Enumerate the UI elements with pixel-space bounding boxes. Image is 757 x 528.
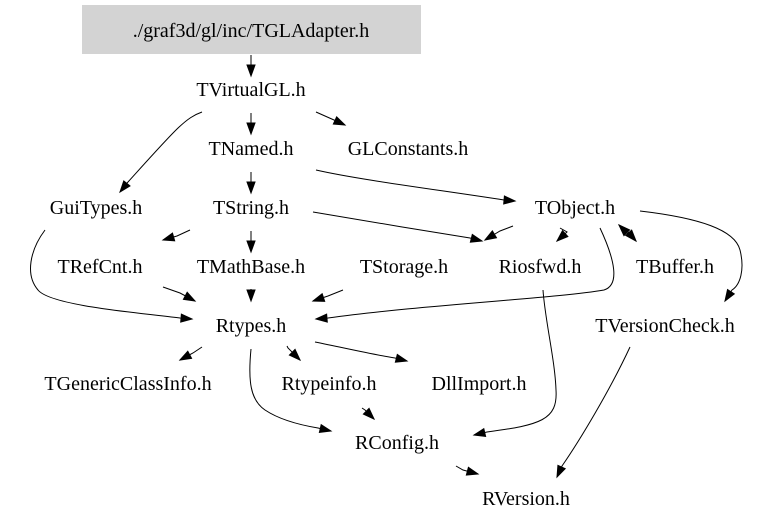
edge-line [556,346,631,478]
arrowhead-icon [624,229,637,243]
edge-tvirtualgl-to-guitypes [119,111,203,194]
arrowhead-icon [483,230,498,241]
node-rtypes[interactable]: Rtypes.h [216,315,287,337]
node-tnamed[interactable]: TNamed.h [209,138,294,160]
edge-tnamed-to-tobject [315,169,517,205]
node-rtypeinfo[interactable]: Rtypeinfo.h [282,373,377,395]
arrowhead-icon [469,233,484,243]
node-tversioncheck[interactable]: TVersionCheck.h [595,315,734,337]
edge-tobject-to-tstorage [555,227,569,242]
arrowhead-icon [246,64,256,78]
edge-line [312,211,483,242]
edge-tversioncheck-to-rversion [556,346,631,479]
arrowhead-icon [556,464,567,479]
arrowhead-icon [394,353,409,363]
edge-guitypes-to-rtypes [30,229,194,323]
arrowhead-icon [724,288,736,303]
edge-line [639,210,743,302]
edge-rtypes-to-tgenericclassinfo [178,346,203,361]
edge-tmathbase-to-rtypes [246,289,256,303]
arrowhead-icon [119,180,131,194]
node-tgenericclassinfo[interactable]: TGenericClassInfo.h [44,373,211,395]
node-tmathbase[interactable]: TMathBase.h [197,256,305,278]
edge-rtypes-to-rtypeinfo [286,345,302,362]
arrowhead-icon [246,122,256,136]
edge-root-to-tvirtualgl [246,55,256,78]
edge-tnamed-to-tstring [246,172,256,195]
edge-tstring-to-trefcnt [161,229,191,242]
arrowhead-icon [318,423,333,434]
arrowhead-icon [288,348,302,362]
edge-line [249,348,332,432]
edge-tobject-to-riosfwd [483,225,514,241]
arrowhead-icon [472,427,487,438]
arrowhead-icon [180,313,194,323]
arrowhead-icon [246,240,256,254]
edge-tvirtualgl-to-glconstants [315,111,347,126]
node-tstring[interactable]: TString.h [213,197,289,219]
edge-tobject-to-rtypes [314,227,615,323]
edge-line [315,227,615,320]
arrowhead-icon [465,466,480,476]
edge-rtypeinfo-to-rconfig [361,407,376,421]
edge-line [119,111,203,193]
nodes-layer: ./graf3d/gl/inc/TGLAdapter.h TVirtualGL.… [44,5,735,510]
edge-tbuffer-to-tobject [617,223,631,237]
node-tvirtualgl[interactable]: TVirtualGL.h [196,79,305,101]
node-tobject[interactable]: TObject.h [535,197,615,219]
edge-tstring-to-riosfwd [312,211,484,243]
arrowhead-icon [311,292,326,302]
edge-rtypes-to-rconfig [249,348,333,434]
node-riosfwd[interactable]: Riosfwd.h [499,256,582,278]
edge-trefcnt-to-rtypes [162,286,197,302]
edges-layer [30,55,743,479]
arrowhead-icon [182,291,197,302]
arrowhead-icon [178,350,193,361]
arrowhead-icon [161,232,176,242]
edge-tstring-to-tmathbase [246,231,256,254]
node-rconfig[interactable]: RConfig.h [355,432,439,454]
node-dllimport[interactable]: DllImport.h [432,373,527,395]
edge-line [30,229,193,320]
node-tstorage[interactable]: TStorage.h [360,256,448,278]
node-trefcnt[interactable]: TRefCnt.h [58,256,143,278]
arrowhead-icon [246,181,256,195]
node-root[interactable]: ./graf3d/gl/inc/TGLAdapter.h [133,20,370,42]
node-glconstants[interactable]: GLConstants.h [348,138,469,160]
arrowhead-icon [555,229,569,242]
edge-line [473,289,557,436]
arrowhead-icon [503,195,517,205]
root-node-box[interactable] [82,5,421,54]
edge-line [314,341,408,362]
edge-line [315,169,516,202]
arrowhead-icon [332,115,347,126]
edge-tstorage-to-rtypes [311,289,344,302]
node-tbuffer[interactable]: TBuffer.h [636,256,714,278]
arrowhead-icon [617,223,631,237]
edge-tvirtualgl-to-tnamed [246,113,256,136]
edge-tobject-to-tversioncheck [639,210,743,303]
node-rversion[interactable]: RVersion.h [482,488,570,510]
arrowhead-icon [246,289,256,303]
arrowhead-icon [362,407,376,421]
node-guitypes[interactable]: GuiTypes.h [50,197,142,219]
edge-riosfwd-to-rconfig [472,289,557,438]
edge-rconfig-to-rversion [455,465,480,476]
arrowhead-icon [314,313,328,323]
edge-rtypes-to-dllimport [314,341,409,363]
